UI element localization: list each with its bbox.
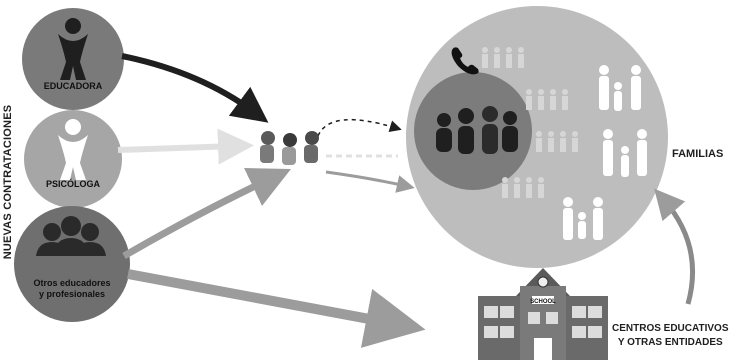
arrow-otros-ninos [124, 178, 272, 256]
family-icon [563, 65, 647, 240]
centros-line1: CENTROS EDUCATIVOS [612, 323, 729, 334]
school-sign: SCHOOL [530, 299, 556, 305]
children-group-icon [260, 131, 319, 165]
professionals-group-icon [36, 216, 106, 256]
phone-icon [452, 47, 479, 74]
familias-label: FAMILIAS [672, 148, 723, 160]
centros-line2: Y OTRAS ENTIDADES [618, 337, 723, 348]
psychologist-figure-icon [58, 119, 88, 180]
arrow-ninos-familias [326, 172, 406, 186]
arrow-educadora [122, 56, 254, 112]
centros-label: CENTROS EDUCATIVOS Y OTRAS ENTIDADES [612, 322, 729, 350]
arrow-centros-familias [664, 200, 693, 304]
arrow-otros-centros [128, 274, 396, 324]
school-building-icon: SCHOOL [478, 268, 608, 360]
people-chains [482, 47, 578, 198]
arrow-ninos-phone-dashed [318, 120, 396, 136]
arrow-psicologa [118, 146, 236, 150]
educator-figure-icon [58, 18, 88, 80]
inner-group-figures-icon [436, 106, 518, 154]
